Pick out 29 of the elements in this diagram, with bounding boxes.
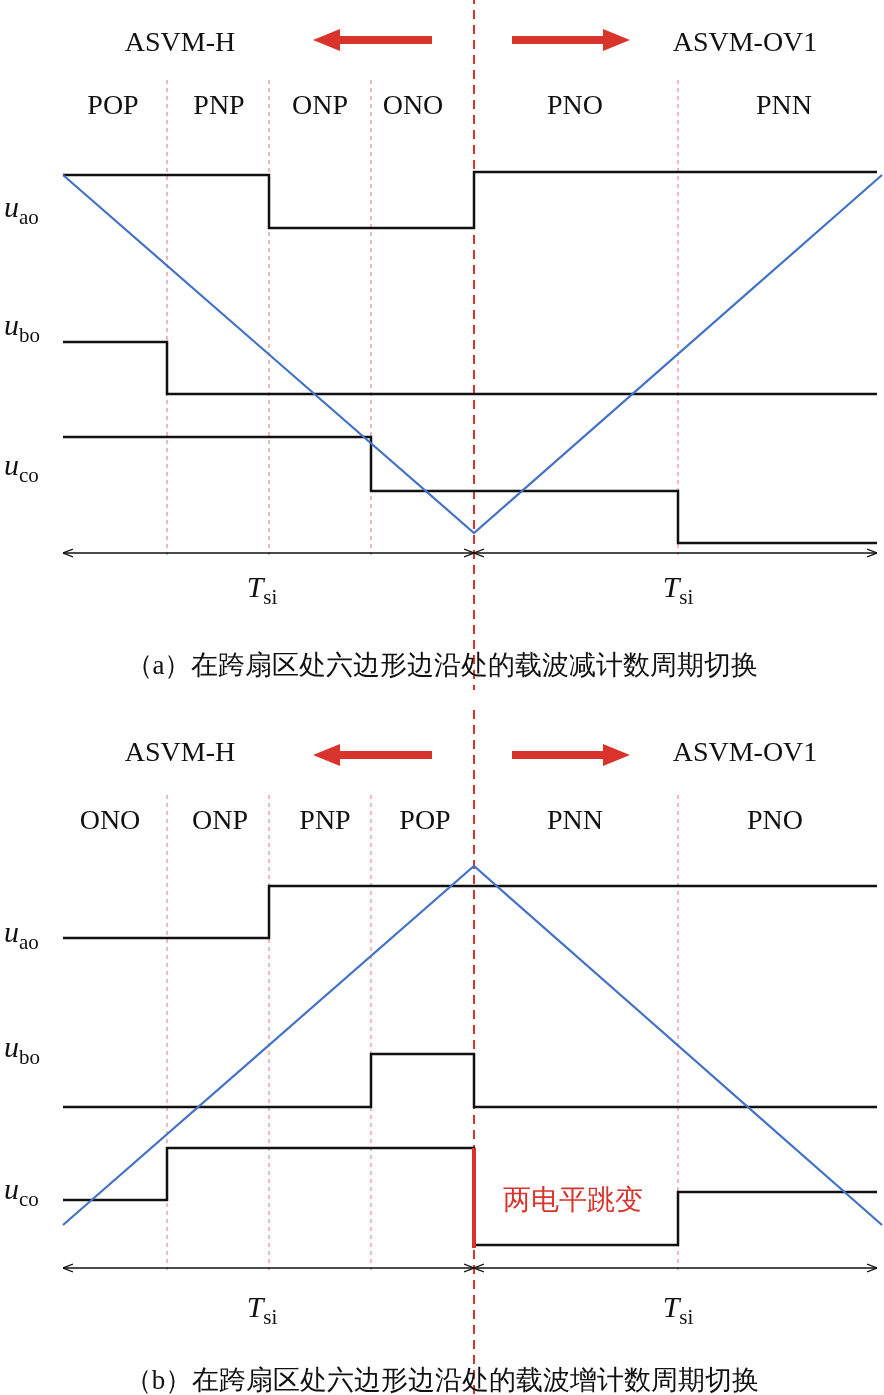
mode-label: ASVM-OV1 bbox=[672, 738, 818, 766]
mode-label: ASVM-H bbox=[124, 738, 236, 766]
period-label: T$_{si}$ bbox=[246, 572, 278, 608]
switching-state-label: PNN bbox=[547, 806, 603, 834]
switching-state-label: POP bbox=[399, 806, 451, 834]
switching-state-label: POP bbox=[87, 91, 139, 119]
mode-label: ASVM-OV1 bbox=[672, 28, 818, 56]
switching-state-label: ONO bbox=[382, 91, 444, 119]
period-label: T$_{si}$ bbox=[662, 1292, 694, 1328]
switching-state-label: PNP bbox=[299, 806, 351, 834]
switching-state-label: ONO bbox=[79, 806, 141, 834]
switching-state-label: PNO bbox=[547, 91, 603, 119]
switching-state-label: PNO bbox=[747, 806, 803, 834]
waveform-label: u$_{co}$ bbox=[4, 450, 39, 486]
switching-state-label: ONP bbox=[292, 91, 348, 119]
switching-state-label: ONP bbox=[192, 806, 248, 834]
figure-caption: （a）在跨扇区处六边形边沿处的载波减计数周期切换 bbox=[125, 651, 759, 679]
annotation-label: 两电平跳变 bbox=[503, 1186, 643, 1214]
period-label: T$_{si}$ bbox=[662, 572, 694, 608]
mode-label: ASVM-H bbox=[124, 28, 236, 56]
figure-caption: （b）在跨扇区处六边形边沿处的载波增计数周期切换 bbox=[124, 1366, 760, 1394]
waveform-label: u$_{bo}$ bbox=[4, 1032, 40, 1068]
waveform-label: u$_{bo}$ bbox=[4, 310, 40, 346]
switching-state-label: PNN bbox=[756, 91, 812, 119]
waveform-label: u$_{co}$ bbox=[4, 1174, 39, 1210]
waveform-label: u$_{ao}$ bbox=[4, 917, 39, 953]
switching-state-label: PNP bbox=[193, 91, 245, 119]
period-label: T$_{si}$ bbox=[246, 1292, 278, 1328]
waveform-label: u$_{ao}$ bbox=[4, 192, 39, 228]
